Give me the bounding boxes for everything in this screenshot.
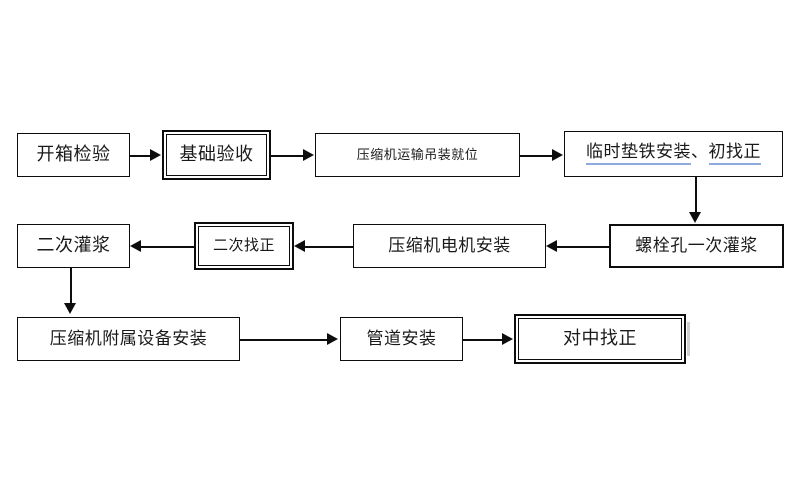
flow-node-label: 开箱检验	[36, 144, 111, 165]
flow-node-二次找正[interactable]: 二次找正	[194, 222, 294, 270]
edge-line-n9-n10	[240, 339, 328, 341]
flow-node-二次灌浆[interactable]: 二次灌浆	[17, 224, 130, 268]
flow-node-label: 二次灌浆	[36, 235, 111, 256]
flow-node-基础验收[interactable]: 基础验收	[162, 130, 271, 180]
flow-node-压缩机电机安装[interactable]: 压缩机电机安装	[353, 224, 546, 268]
flow-node-压缩机运输吊装就位[interactable]: 压缩机运输吊装就位	[315, 133, 520, 177]
flow-node-管道安装[interactable]: 管道安装	[340, 317, 463, 361]
flow-node-inner-frame: 对中找正	[518, 318, 682, 360]
flow-node-label: 二次找正	[212, 236, 275, 254]
flow-node-label: 压缩机附属设备安装	[49, 328, 208, 348]
flow-node-对中找正[interactable]: 对中找正	[514, 314, 686, 364]
flow-node-压缩机附属设备安装[interactable]: 压缩机附属设备安装	[17, 317, 240, 361]
box-edge-artifact	[687, 322, 690, 356]
edge-line-n2-n3	[271, 155, 303, 157]
flow-node-label: 基础验收	[179, 144, 254, 165]
edge-arrow-n10-n11	[502, 333, 513, 345]
flow-node-label-part-b: 初找正	[708, 142, 761, 165]
edge-arrow-n9-n10	[327, 333, 338, 345]
flow-node-label-group: 临时垫铁安装、初找正	[586, 142, 761, 165]
edge-line-n7-n8	[141, 246, 194, 248]
flow-node-label: 压缩机电机安装	[388, 235, 511, 255]
edge-arrow-n3-n4	[552, 149, 563, 161]
edge-arrow-n1-n2	[150, 149, 161, 161]
flow-node-开箱检验[interactable]: 开箱检验	[17, 133, 130, 177]
edge-arrow-n2-n3	[303, 149, 314, 161]
flow-node-label: 螺栓孔一次灌浆	[635, 235, 758, 255]
flow-node-label: 压缩机运输吊装就位	[356, 146, 479, 162]
edge-line-n6-n7	[305, 246, 353, 248]
edge-line-n8-n9	[70, 268, 72, 306]
flow-node-label-separator: 、	[691, 142, 709, 162]
edge-arrow-n5-n6	[546, 240, 557, 252]
flow-node-label-part-a: 临时垫铁安装	[586, 142, 691, 165]
edge-line-n5-n6	[557, 246, 609, 248]
edge-arrow-n8-n9	[64, 303, 76, 314]
edge-line-n4-n5	[695, 177, 697, 215]
flow-node-临时垫铁安装初找正[interactable]: 临时垫铁安装、初找正	[564, 131, 783, 177]
edge-line-n3-n4	[520, 155, 553, 157]
edge-arrow-n7-n8	[130, 240, 141, 252]
edge-line-n10-n11	[463, 339, 503, 341]
flow-node-螺栓孔一次灌浆[interactable]: 螺栓孔一次灌浆	[609, 224, 784, 268]
edge-line-n1-n2	[130, 155, 152, 157]
flow-node-inner-frame: 基础验收	[166, 134, 267, 176]
flow-node-label: 管道安装	[366, 328, 437, 348]
flow-node-label: 对中找正	[563, 328, 637, 349]
flow-node-inner-frame: 二次找正	[198, 226, 290, 266]
edge-arrow-n6-n7	[294, 240, 305, 252]
edge-arrow-n4-n5	[689, 212, 701, 223]
